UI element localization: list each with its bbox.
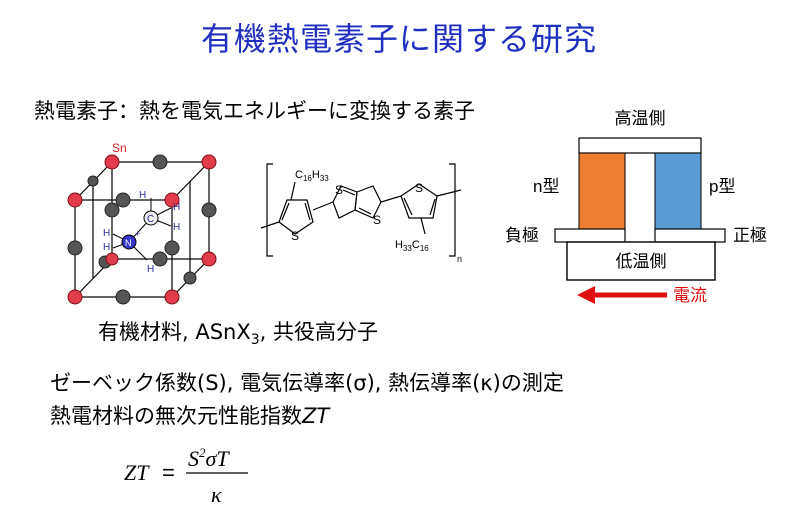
positive-electrode (654, 228, 726, 243)
sn-label: Sn (112, 141, 127, 155)
alkyl-chain-bottom: H33C16 (395, 239, 429, 253)
zt-formula: ZT = S2σT κ (124, 445, 248, 507)
positive-label: 正極 (733, 226, 767, 245)
cold-side-label: 低温側 (616, 252, 667, 271)
s-label: S (335, 183, 343, 197)
page-title: 有機熱電素子に関する研究 (200, 20, 597, 58)
hot-side-label: 高温側 (615, 109, 666, 128)
h-label: H (173, 202, 180, 213)
p-type-label: p型 (709, 177, 735, 196)
n-type-label: n型 (533, 177, 559, 196)
formula-numerator: S2σT (188, 445, 230, 471)
current-label: 電流 (673, 286, 707, 305)
formula-equals: = (162, 460, 175, 485)
current-arrow (577, 286, 667, 304)
h-label: H (139, 190, 146, 201)
n-type-leg (578, 152, 626, 230)
s-label: S (373, 213, 381, 227)
h-label: H (173, 222, 180, 233)
materials-text: 有機材料, ASnX3, 共役高分子 (98, 320, 379, 349)
s-label: S (415, 181, 423, 195)
negative-electrode (554, 228, 626, 243)
h-label: H (103, 242, 110, 253)
crystal-structure-diagram: Sn H H H H H H C N + (67, 141, 217, 305)
h-label: H (147, 264, 154, 275)
c-label: C (147, 214, 154, 225)
formula-lhs: ZT (124, 460, 150, 485)
zt-description: 熱電材料の無次元性能指数ZT (50, 404, 330, 428)
definition-text: 熱電素子：熱を電気エネルギーに変換する素子 (34, 99, 475, 123)
measurement-text: ゼーベック係数(S), 電気伝導率(σ), 熱伝導率(κ)の測定 (50, 371, 564, 395)
alkyl-chain-top: C16H33 (295, 169, 329, 183)
negative-label: 負極 (505, 226, 539, 245)
plus-label: + (135, 229, 140, 239)
repeat-unit-n: n (457, 254, 462, 264)
hot-plate (578, 137, 702, 154)
cold-plate (566, 241, 716, 281)
s-label: S (291, 229, 299, 243)
p-type-leg (654, 152, 702, 230)
formula-denominator: κ (211, 482, 222, 507)
thermoelectric-device-diagram: 高温側 n型 p型 負極 正極 低温側 電流 (505, 109, 767, 305)
polymer-structure-diagram: S S S S C16H33 H33C16 n (260, 163, 462, 264)
n-label: N (125, 238, 132, 248)
h-label: H (103, 228, 110, 239)
